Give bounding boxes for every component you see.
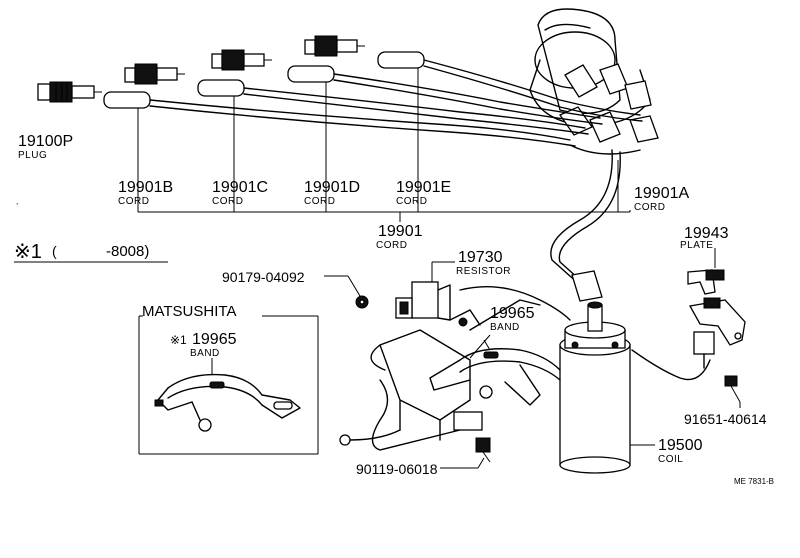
inset-matsushita <box>138 315 319 455</box>
screw-number: 91651-40614 <box>684 411 767 427</box>
cord-e-name: CORD <box>396 196 427 207</box>
cord-a-number: 19901A <box>634 185 689 202</box>
cord-b-name: CORD <box>118 196 149 207</box>
distributor-cap <box>529 8 659 155</box>
plate-number: 19943 <box>684 225 729 242</box>
resistor <box>395 261 455 321</box>
footnote-mark: ※1 <box>14 241 42 263</box>
ignition-coil <box>559 301 655 474</box>
footnote-open: ( <box>52 243 57 259</box>
band-name: BAND <box>490 322 520 333</box>
footnote-range: -8008) <box>106 243 149 260</box>
misc-leaders <box>440 334 491 469</box>
spark-plug-2 <box>124 63 185 85</box>
spark-plug-1 <box>37 81 102 103</box>
spark-plug-3 <box>211 49 272 71</box>
inset-band-number: 19965 <box>192 331 237 348</box>
bolt-90179 <box>324 275 369 309</box>
plug-number: 19100P <box>18 133 73 150</box>
spark-plug-4 <box>304 35 365 57</box>
plate-name: PLATE <box>680 240 713 251</box>
coil-name: COIL <box>658 454 683 465</box>
inset-band-name: BAND <box>190 348 220 359</box>
coil-number: 19500 <box>658 437 703 454</box>
bolt-a-number: 90179-04092 <box>222 269 305 285</box>
cord-set-name: CORD <box>376 240 407 251</box>
inset-mark: ※1 <box>170 333 187 347</box>
bolt-b-number: 90119-06018 <box>356 461 438 477</box>
cord-d-number: 19901D <box>304 179 360 196</box>
cord-leader-lines <box>137 68 631 222</box>
plug-name: PLUG <box>18 150 47 161</box>
mounting-bracket <box>370 299 541 441</box>
inset-title: MATSUSHITA <box>142 303 236 320</box>
cord-a-name: CORD <box>634 202 665 213</box>
cord-wires <box>149 59 643 302</box>
band-number: 19965 <box>490 305 535 322</box>
cord-set-number: 19901 <box>378 223 423 240</box>
coil-band <box>429 339 561 406</box>
cord-d-name: CORD <box>304 196 335 207</box>
cord-c-name: CORD <box>212 196 243 207</box>
plate-19943 <box>687 248 746 369</box>
screw-91651 <box>724 375 741 408</box>
drawing-code: ME 7831-B <box>734 477 774 486</box>
cord-b-number: 19901B <box>118 179 173 196</box>
resistor-number: 19730 <box>458 249 503 266</box>
wiring-harness <box>339 286 711 463</box>
cord-e-number: 19901E <box>396 179 451 196</box>
cord-c-number: 19901C <box>212 179 268 196</box>
stray-mark: , <box>16 197 18 206</box>
resistor-name: RESISTOR <box>456 266 511 277</box>
